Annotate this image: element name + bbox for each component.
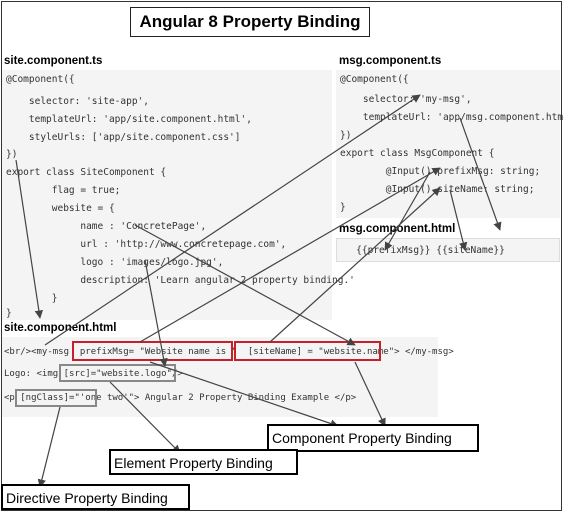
arrow-my-msg-to-selector — [44, 94, 421, 346]
site-ts-header: site.component.ts — [4, 55, 103, 67]
code-line: } — [6, 293, 58, 304]
code-line: name : 'ConcretePage', — [6, 221, 207, 232]
code-line: }) — [340, 130, 352, 141]
arrow-sitename-to-component-label — [354, 361, 386, 427]
site-html-code-block: <br/><my-msg prefixMsg= "Website name is… — [2, 337, 454, 417]
arrow-prefix-attr-to-input — [139, 167, 441, 343]
code-line: url : 'http://www.concretepage.com', — [6, 239, 287, 250]
arrow-input-sitename-to-interp — [449, 189, 468, 251]
code-line: }) — [6, 149, 18, 160]
ngclass-highlight-box — [15, 389, 97, 407]
component-binding-label: Component Property Binding — [267, 424, 479, 452]
directive-binding-label: Directive Property Binding — [1, 484, 190, 510]
src-highlight-box — [59, 364, 176, 382]
code-line: selector: 'my-msg', — [340, 94, 472, 105]
arrow-src-to-element-label — [109, 381, 181, 454]
code-line: description: 'Learn angular 2 property b… — [6, 275, 355, 286]
arrow-site-selector-to-site-html — [15, 159, 44, 319]
code-line: {{prefixMsg}} {{siteName}} — [339, 245, 505, 256]
code-line: Logo: <img [src]="website.logo"/> — [4, 369, 183, 379]
arrow-website-logo-to-src — [144, 259, 168, 367]
code-line: flag = true; — [6, 185, 121, 196]
code-line: templateUrl: 'app/msg.component.html' — [340, 112, 563, 123]
code-line: @Input() prefixMsg: string; — [340, 166, 541, 177]
code-line: @Input() siteName: string; — [340, 184, 535, 195]
site-html-header: site.component.html — [4, 322, 117, 334]
prefix-msg-highlight-box — [72, 341, 233, 361]
arrow-msg-template-to-msg-html — [459, 117, 502, 231]
code-line: templateUrl: 'app/site.component.html', — [6, 114, 252, 125]
arrow-website-name-to-binding — [134, 224, 356, 346]
code-line: export class MsgComponent { — [340, 148, 495, 159]
code-line: logo : 'images/logo.jpg', — [6, 257, 224, 268]
msg-ts-code-block: @Component({ selector: 'my-msg', templat… — [336, 70, 563, 218]
msg-ts-header: msg.component.ts — [339, 55, 442, 67]
arrow-sitename-attr-to-input — [269, 187, 441, 343]
code-line: styleUrls: ['app/site.component.css'] — [6, 132, 241, 143]
code-line: <p [ngClass]="'one two'"> Angular 2 Prop… — [4, 393, 357, 403]
site-ts-code-block: @Component({ selector: 'site-app', templ… — [2, 70, 355, 320]
code-line: @Component({ — [6, 74, 75, 85]
code-line: @Component({ — [340, 74, 409, 85]
arrow-input-prefix-to-interp — [384, 171, 431, 251]
code-line: } — [6, 308, 12, 319]
code-line: selector: 'site-app', — [6, 96, 149, 107]
code-line: website = { — [6, 203, 115, 214]
element-binding-label: Element Property Binding — [109, 449, 298, 475]
arrow-prefix-to-component-label — [149, 361, 339, 428]
code-line: <br/><my-msg prefixMsg= "Website name is… — [4, 347, 454, 357]
arrow-ngclass-to-directive-label — [37, 406, 61, 488]
code-line: } — [340, 202, 346, 213]
code-line: export class SiteComponent { — [6, 167, 167, 178]
site-name-highlight-box — [234, 341, 381, 361]
diagram-title: Angular 8 Property Binding — [130, 7, 370, 37]
msg-html-code-block: {{prefixMsg}} {{siteName}} — [336, 238, 560, 262]
